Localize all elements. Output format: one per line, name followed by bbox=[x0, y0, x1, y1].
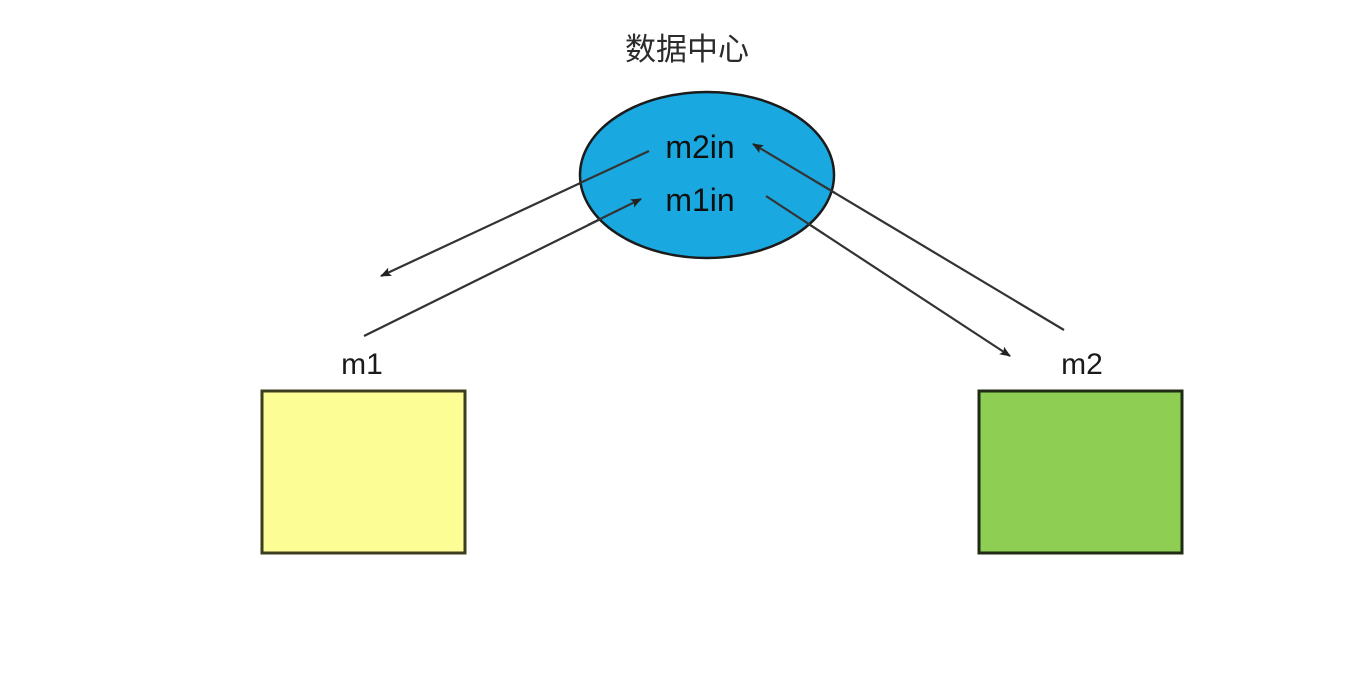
edge-datacenter-to-m1-overlay bbox=[579, 150, 650, 184]
edge-overlay-layer bbox=[579, 143, 836, 235]
m2-rect-shape[interactable] bbox=[977, 389, 1184, 555]
edge-m2-to-datacenter-overlay bbox=[752, 143, 836, 194]
datacenter-label-m2in: m2in bbox=[665, 129, 734, 165]
datacenter-label-m1in: m1in bbox=[665, 182, 734, 218]
datacenter-ellipse-shape[interactable] bbox=[578, 90, 836, 260]
m1-label: m1 bbox=[341, 348, 383, 381]
diagram-title: 数据中心 bbox=[625, 32, 749, 68]
edge-m1-to-datacenter-overlay bbox=[587, 198, 642, 226]
node-m2[interactable]: m2 bbox=[977, 348, 1184, 555]
node-m1[interactable]: m1 bbox=[260, 348, 467, 555]
m2-label: m2 bbox=[1061, 348, 1103, 381]
m1-rect-shape[interactable] bbox=[260, 389, 467, 555]
node-datacenter[interactable] bbox=[578, 90, 836, 260]
edge-datacenter-to-m2-overlay bbox=[765, 195, 825, 235]
